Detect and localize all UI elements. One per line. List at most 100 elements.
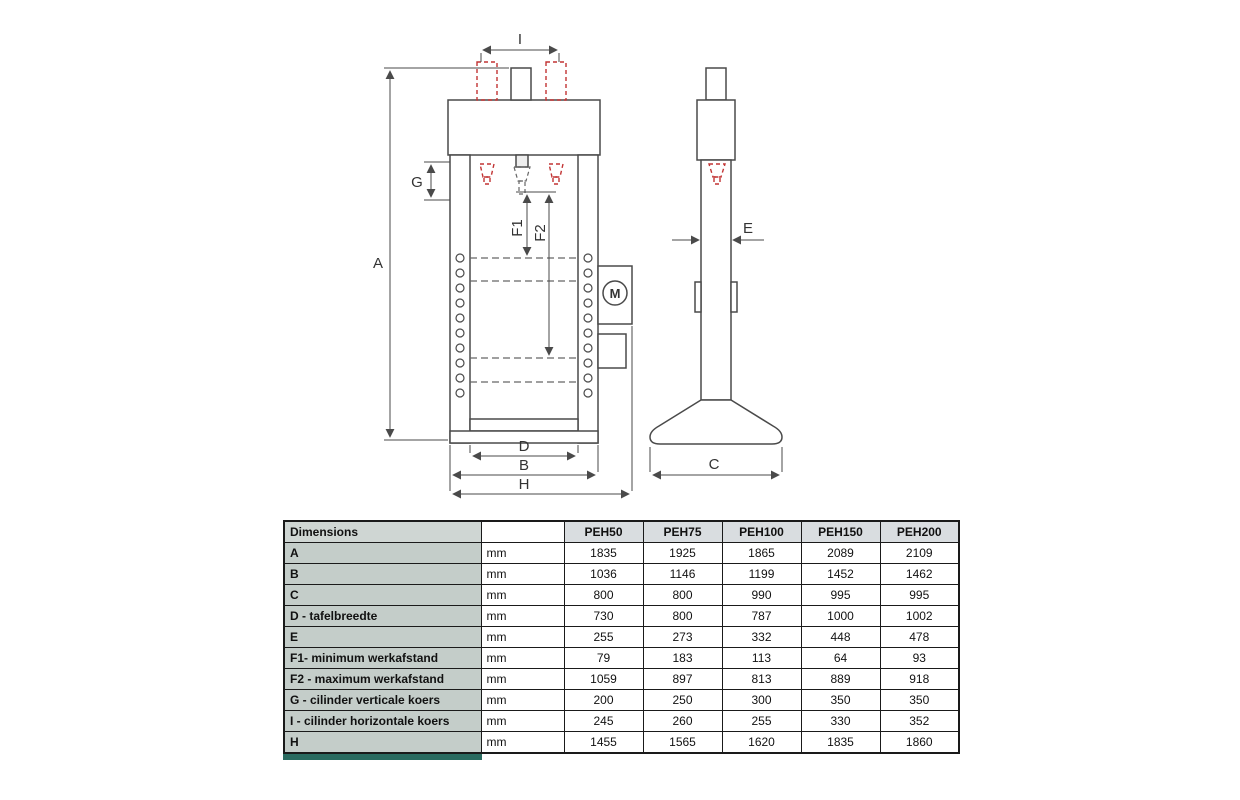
row-value: 1002 [879, 605, 960, 627]
row-value: 1835 [800, 731, 881, 754]
ram [515, 154, 529, 168]
row-value: 1000 [800, 605, 881, 627]
row-value: 897 [642, 668, 723, 690]
row-value: 255 [563, 626, 644, 648]
dim-label-I: I [518, 31, 522, 48]
dim-label-E: E [743, 220, 753, 237]
row-value: 1146 [642, 563, 723, 585]
row-value: 1860 [879, 731, 960, 754]
side-view [649, 67, 783, 445]
row-unit: mm [480, 668, 565, 690]
row-value: 330 [800, 710, 881, 732]
row-value: 813 [721, 668, 802, 690]
row-label: A [283, 542, 482, 564]
row-value: 64 [800, 647, 881, 669]
motor-label: M [610, 286, 621, 301]
row-value: 2089 [800, 542, 881, 564]
row-value: 1565 [642, 731, 723, 754]
row-value: 1199 [721, 563, 802, 585]
row-value: 273 [642, 626, 723, 648]
dim-label-F1: F1 [509, 219, 526, 237]
row-value: 448 [800, 626, 881, 648]
row-value: 1462 [879, 563, 960, 585]
dim-label-A: A [373, 255, 383, 272]
pump-box [597, 333, 627, 369]
row-unit: mm [480, 605, 565, 627]
side-column [700, 159, 732, 401]
row-value: 350 [879, 689, 960, 711]
dim-label-C: C [709, 456, 720, 473]
head-block [447, 99, 601, 156]
row-value: 200 [563, 689, 644, 711]
row-label: B [283, 563, 482, 585]
row-unit: mm [480, 542, 565, 564]
row-value: 787 [721, 605, 802, 627]
dim-label-D: D [519, 438, 530, 455]
top-cylinder [510, 67, 532, 101]
row-value: 245 [563, 710, 644, 732]
row-value: 93 [879, 647, 960, 669]
row-value: 352 [879, 710, 960, 732]
row-label: I - cilinder horizontale koers [283, 710, 482, 732]
model-header-peh200: PEH200 [879, 520, 960, 543]
row-value: 1059 [563, 668, 644, 690]
row-value: 183 [642, 647, 723, 669]
row-unit: mm [480, 689, 565, 711]
row-unit: mm [480, 647, 565, 669]
row-value: 990 [721, 584, 802, 606]
dim-label-B: B [519, 457, 529, 474]
model-header-peh100: PEH100 [721, 520, 802, 543]
row-value: 1452 [800, 563, 881, 585]
row-value: 332 [721, 626, 802, 648]
row-value: 889 [800, 668, 881, 690]
side-head-block [696, 99, 736, 161]
row-value: 800 [642, 584, 723, 606]
row-value: 995 [879, 584, 960, 606]
table-position-lines [470, 257, 578, 383]
row-label: D - tafelbreedte [283, 605, 482, 627]
model-header-peh150: PEH150 [800, 520, 881, 543]
nozzle-position-right [548, 163, 564, 185]
side-base-foot [649, 399, 783, 445]
work-table-beam [469, 418, 579, 432]
row-value: 478 [879, 626, 960, 648]
row-value: 995 [800, 584, 881, 606]
cylinder-position-left [476, 61, 498, 101]
row-unit: mm [480, 626, 565, 648]
ram-nozzle [513, 166, 531, 195]
nozzle-position-left [479, 163, 495, 185]
dim-label-H: H [519, 476, 530, 493]
row-value: 255 [721, 710, 802, 732]
technical-drawing: A I G F1 F2 D B H E C M [373, 31, 783, 499]
row-value: 800 [563, 584, 644, 606]
row-label: F1- minimum werkafstand [283, 647, 482, 669]
row-label: F2 - maximum werkafstand [283, 668, 482, 690]
row-value: 1925 [642, 542, 723, 564]
row-value: 1835 [563, 542, 644, 564]
side-bracket-left [694, 281, 702, 313]
row-value: 918 [879, 668, 960, 690]
row-value: 300 [721, 689, 802, 711]
row-value: 350 [800, 689, 881, 711]
side-nozzle-position [708, 163, 726, 185]
row-value: 800 [642, 605, 723, 627]
row-value: 113 [721, 647, 802, 669]
side-top-cylinder [705, 67, 727, 101]
row-label: E [283, 626, 482, 648]
row-value: 250 [642, 689, 723, 711]
dimensions-table: Dimensions PEH50 PEH75 PEH100 PEH150 PEH… [283, 520, 960, 754]
dim-label-F2: F2 [532, 224, 549, 242]
row-value: 1455 [563, 731, 644, 754]
row-label: G - cilinder verticale koers [283, 689, 482, 711]
right-column-holes [583, 253, 593, 398]
row-value: 1036 [563, 563, 644, 585]
